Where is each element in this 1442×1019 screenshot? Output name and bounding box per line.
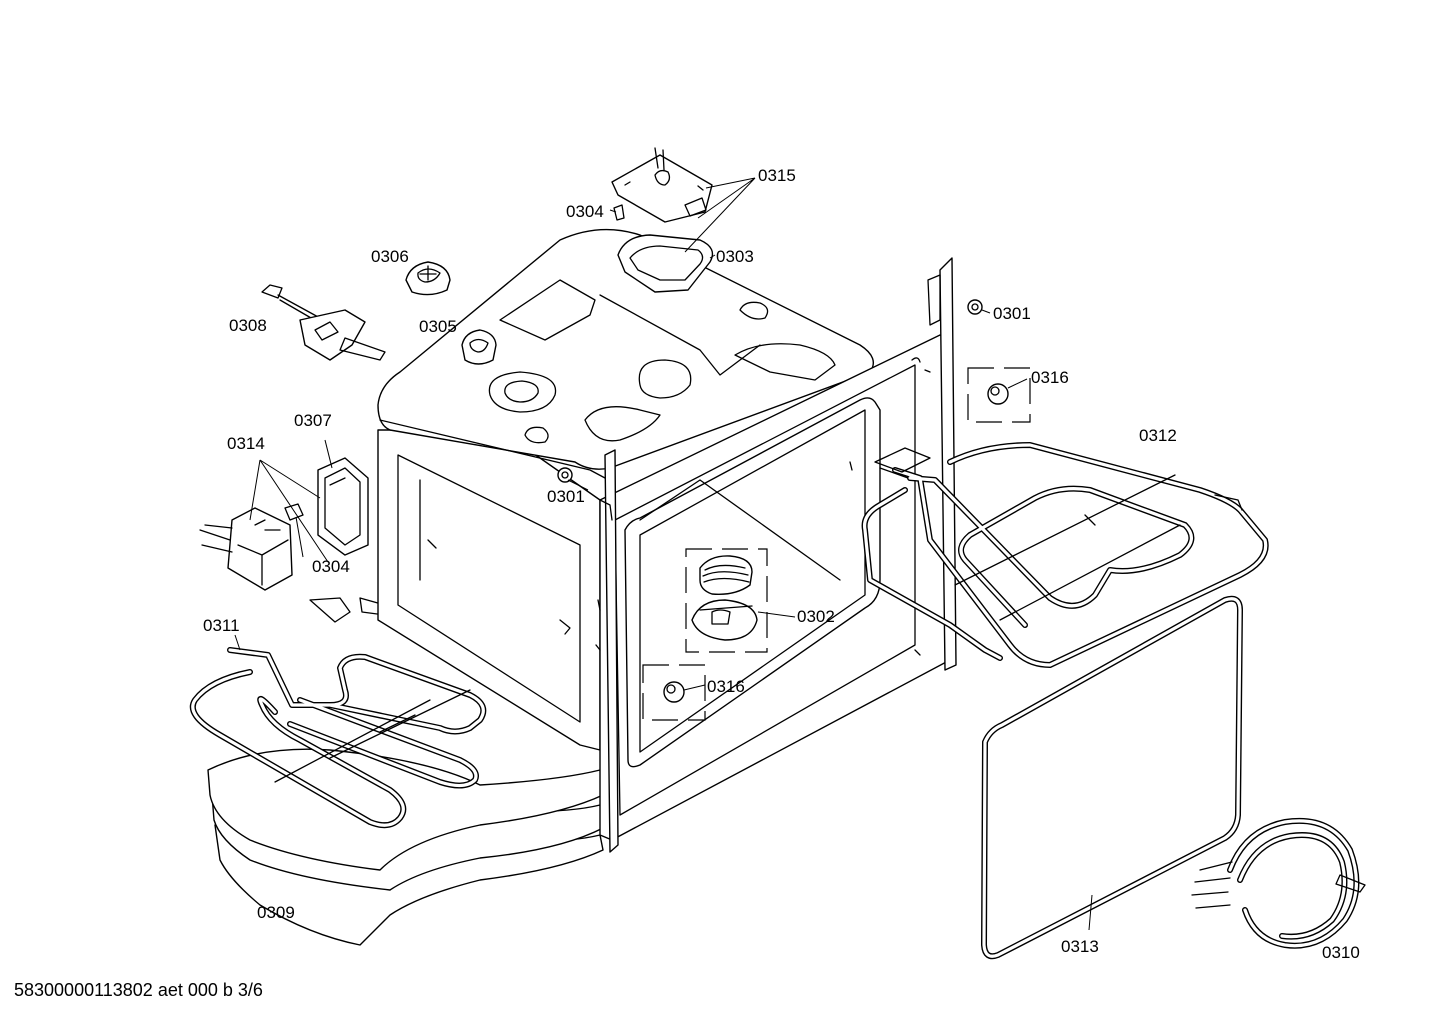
callout-0316-right: 0316 bbox=[1031, 368, 1069, 387]
oven-lamp-part bbox=[685, 548, 768, 653]
fan-motor-mount-part bbox=[405, 261, 451, 296]
callout-0314: 0314 bbox=[227, 434, 265, 453]
grommet-top-part bbox=[461, 329, 497, 365]
door-seal-gasket-part bbox=[981, 595, 1243, 960]
oven-muffle-part bbox=[377, 228, 957, 853]
top-seal-part bbox=[617, 234, 714, 293]
callout-0312: 0312 bbox=[1139, 426, 1177, 445]
grommet-lower-part bbox=[642, 664, 706, 721]
grommet-right-part bbox=[967, 367, 1031, 423]
callout-0315: 0315 bbox=[758, 166, 796, 185]
callout-0311: 0311 bbox=[203, 616, 240, 635]
leader-lines bbox=[234, 177, 1093, 931]
temperature-sensor-part bbox=[261, 284, 386, 361]
door-seal-bracket-part bbox=[317, 457, 369, 556]
callout-0308: 0308 bbox=[229, 316, 267, 335]
callout-0316-lower: 0316 bbox=[707, 677, 745, 696]
screw-right-part bbox=[967, 299, 983, 315]
callout-0302: 0302 bbox=[797, 607, 835, 626]
callout-labels: 0315 0304 0303 0306 0301 0308 0305 0316 … bbox=[203, 166, 1360, 962]
lower-heating-element-part bbox=[189, 597, 487, 829]
callout-0301-right: 0301 bbox=[993, 304, 1031, 323]
callout-0309: 0309 bbox=[257, 903, 295, 922]
cable-clip-left-part bbox=[284, 503, 304, 521]
callout-0313: 0313 bbox=[1061, 937, 1099, 956]
upper-heating-element-part bbox=[861, 442, 1269, 668]
screw-center-part bbox=[557, 467, 573, 483]
drawing-reference-footer: 58300000113802 aet 000 b 3/6 bbox=[14, 980, 263, 1000]
fan-cover-part bbox=[611, 147, 713, 223]
ring-heating-element-part bbox=[1191, 817, 1366, 949]
callout-0301-center: 0301 bbox=[547, 487, 585, 506]
switch-unit-part bbox=[199, 507, 293, 591]
callout-0303: 0303 bbox=[716, 247, 754, 266]
callout-0304-left: 0304 bbox=[312, 557, 350, 576]
callout-0310: 0310 bbox=[1322, 943, 1360, 962]
callout-0307: 0307 bbox=[294, 411, 332, 430]
cable-clip-top-part bbox=[613, 204, 625, 221]
callout-0304-top: 0304 bbox=[566, 202, 604, 221]
callout-0305: 0305 bbox=[419, 317, 457, 336]
callout-0306: 0306 bbox=[371, 247, 409, 266]
